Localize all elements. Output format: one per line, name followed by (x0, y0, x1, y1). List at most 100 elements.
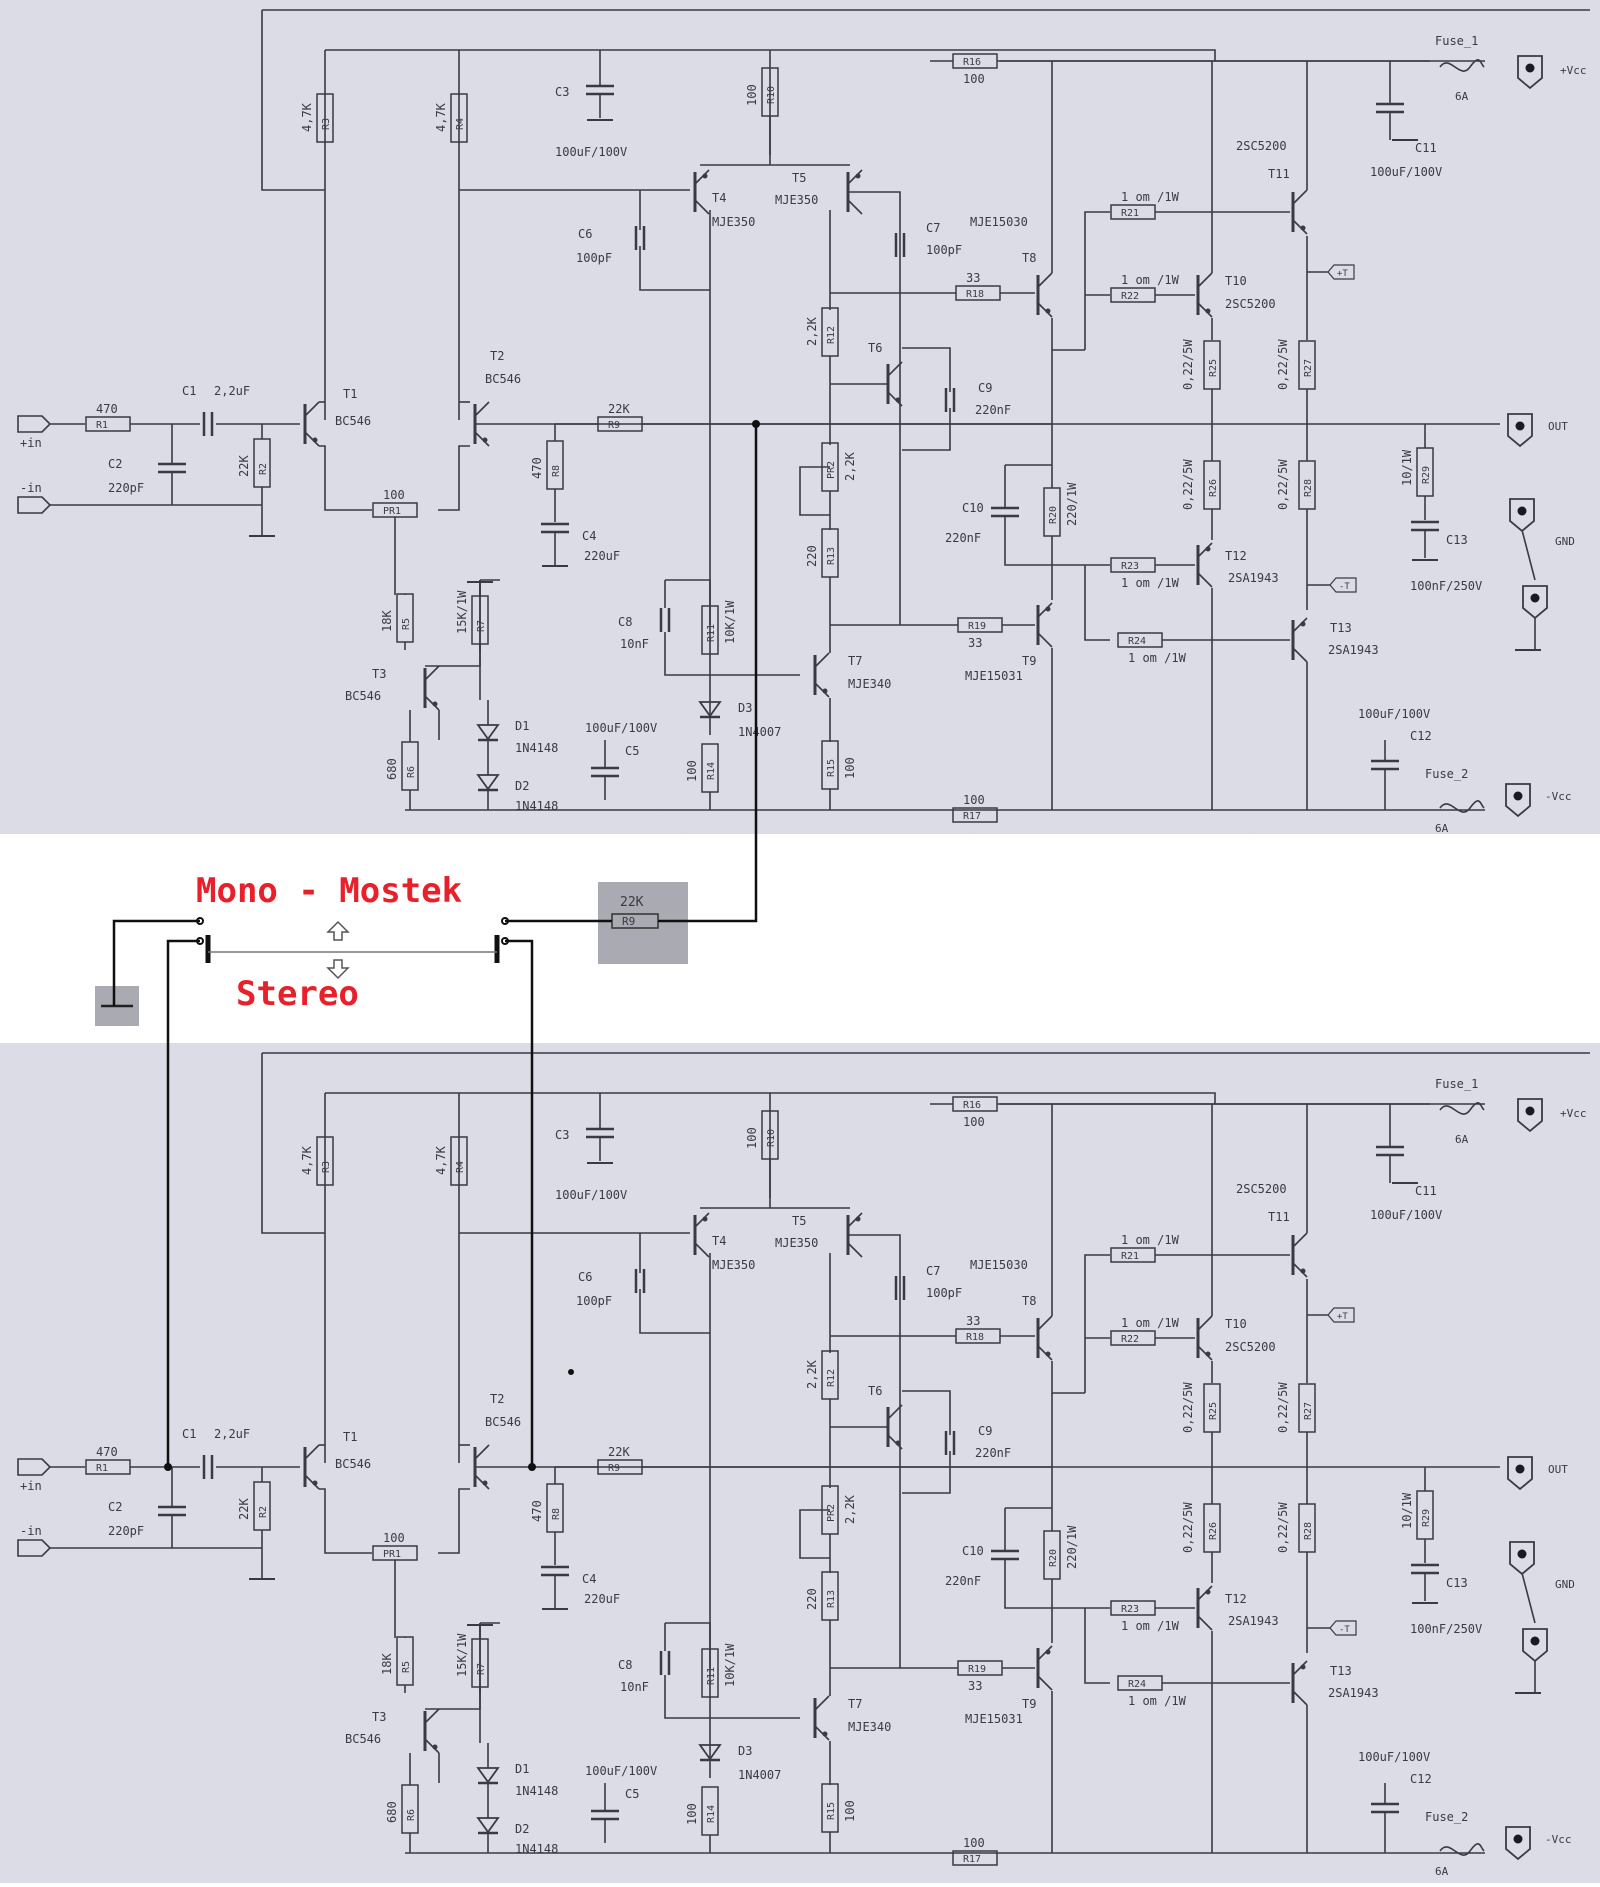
label-gnd: GND (1555, 535, 1575, 548)
value-R26: 0,22/5W (1181, 459, 1195, 510)
thermal-tag (1329, 577, 1357, 593)
ref-T11: T11 (1268, 167, 1290, 181)
ref-R21: R21 (1121, 1251, 1139, 1262)
switch-wire-left (166, 939, 200, 1467)
ref-PR1: PR1 (383, 1549, 401, 1560)
ref-R12: R12 (826, 1369, 837, 1387)
value-R7: 15K/1W (455, 1633, 469, 1677)
resistor-R4 (450, 1136, 468, 1186)
ref-R9: R9 (608, 420, 620, 431)
ref-R15: R15 (826, 759, 837, 777)
ref-R20: R20 (1048, 1549, 1059, 1567)
ref-C8: C8 (618, 1658, 632, 1672)
value-C12: 100uF/100V (1358, 707, 1430, 721)
ref-C3: C3 (555, 85, 569, 99)
value-R2: 22K (237, 455, 251, 477)
ref-R19: R19 (968, 1664, 986, 1675)
value-R29: 10/1W (1400, 1492, 1414, 1529)
value-C6: 100pF (576, 251, 612, 265)
value-T9: MJE15031 (965, 1712, 1023, 1726)
ref-T12: T12 (1225, 549, 1247, 563)
ref-R4: R4 (455, 1161, 466, 1173)
value-C11: 100uF/100V (1370, 1208, 1442, 1222)
value-T12: 2SA1943 (1228, 571, 1279, 585)
value-R15: 100 (843, 757, 857, 779)
output-terminal (1505, 783, 1531, 818)
transistor-lead-T5 (847, 1212, 863, 1228)
ref-R25: R25 (1208, 1402, 1219, 1420)
transistor-arrow-T4 (702, 173, 708, 179)
transistor-arrow-T4 (702, 1216, 708, 1222)
value-C1: 2,2uF (214, 1427, 250, 1441)
value-T13: 2SA1943 (1328, 1686, 1379, 1700)
terminal-dot (1525, 1106, 1535, 1116)
terminal-dot (1517, 1549, 1527, 1559)
value-R23: 1 om /1W (1121, 576, 1180, 590)
ref-D1: D1 (515, 719, 529, 733)
value-R24: 1 om /1W (1128, 651, 1187, 665)
value-R8: 470 (530, 1500, 544, 1522)
switch-wire-right (505, 939, 534, 1467)
value-T5: MJE350 (775, 193, 818, 207)
ref-T1: T1 (343, 387, 357, 401)
wire (261, 1053, 325, 1234)
ref-C10: C10 (962, 501, 984, 515)
ref-R22: R22 (1121, 291, 1139, 302)
value-C4: 220uF (584, 1592, 620, 1606)
ref-R1: R1 (96, 420, 108, 431)
value-C9: 220nF (975, 1446, 1011, 1460)
transistor-lead-T10 (1197, 272, 1213, 288)
value-R10: 100 (745, 84, 759, 106)
value-C12: 100uF/100V (1358, 1750, 1430, 1764)
value-R4: 4,7K (434, 1145, 448, 1175)
ref-R23: R23 (1121, 1604, 1139, 1615)
ref-D3: D3 (738, 701, 752, 715)
ref-R17: R17 (963, 1854, 981, 1865)
sheet-top-grain (0, 0, 1600, 834)
ref-T13: T13 (1330, 621, 1352, 635)
ref-R8: R8 (551, 1508, 562, 1520)
switch-contact-left-upper[interactable] (196, 917, 204, 925)
ref-C11: C11 (1415, 141, 1437, 155)
value-R4: 4,7K (434, 102, 448, 132)
ref-T1: T1 (343, 1430, 357, 1444)
value-R11: 10K/1W (723, 600, 737, 644)
up-arrow-icon (326, 920, 350, 941)
ref-C6: C6 (578, 227, 592, 241)
ref-T11: T11 (1268, 1210, 1290, 1224)
value-D2: 1N4148 (515, 799, 558, 813)
output-terminal (1507, 413, 1533, 448)
value-R5: 18K (380, 610, 394, 632)
terminal-dot (1515, 1464, 1525, 1474)
value-R14: 100 (685, 1803, 699, 1825)
value-C11: 100uF/100V (1370, 165, 1442, 179)
transistor-lead-T11 (1292, 189, 1308, 205)
value-R21: 1 om /1W (1121, 190, 1180, 204)
value-R24: 1 om /1W (1128, 1694, 1187, 1708)
wire (1084, 211, 1110, 350)
ref-T10: T10 (1225, 274, 1247, 288)
ref-T2: T2 (490, 349, 504, 363)
resistor-R11 (701, 1648, 719, 1698)
thermal-tag-label: -T (1339, 1625, 1350, 1635)
value-D3: 1N4007 (738, 1768, 781, 1782)
r9-box-ref: R9 (622, 915, 635, 928)
ref-R7: R7 (476, 1663, 487, 1675)
ref-T13: T13 (1330, 1664, 1352, 1678)
value-C9: 220nF (975, 403, 1011, 417)
transistor-arrow-T1 (312, 437, 318, 443)
value-C8: 10nF (620, 1680, 649, 1694)
value-T10: 2SC5200 (1225, 1340, 1276, 1354)
transistor-arrow-T13 (1300, 621, 1306, 627)
value-R8: 470 (530, 457, 544, 479)
transistor-lead-T1 (304, 1474, 320, 1490)
label-fuse1: Fuse_1 (1435, 1077, 1478, 1091)
ref-C10: C10 (962, 1544, 984, 1558)
transistor-lead-T5 (847, 199, 863, 215)
transistor-arrow-T6 (895, 1440, 901, 1446)
switch-section: Mono - Mostek Stereo 22K R9 (95, 420, 760, 1471)
transistor-arrow-T13 (1300, 1664, 1306, 1670)
thermal-tag (1327, 264, 1355, 280)
sheet-bottom-grain (0, 1043, 1600, 1883)
